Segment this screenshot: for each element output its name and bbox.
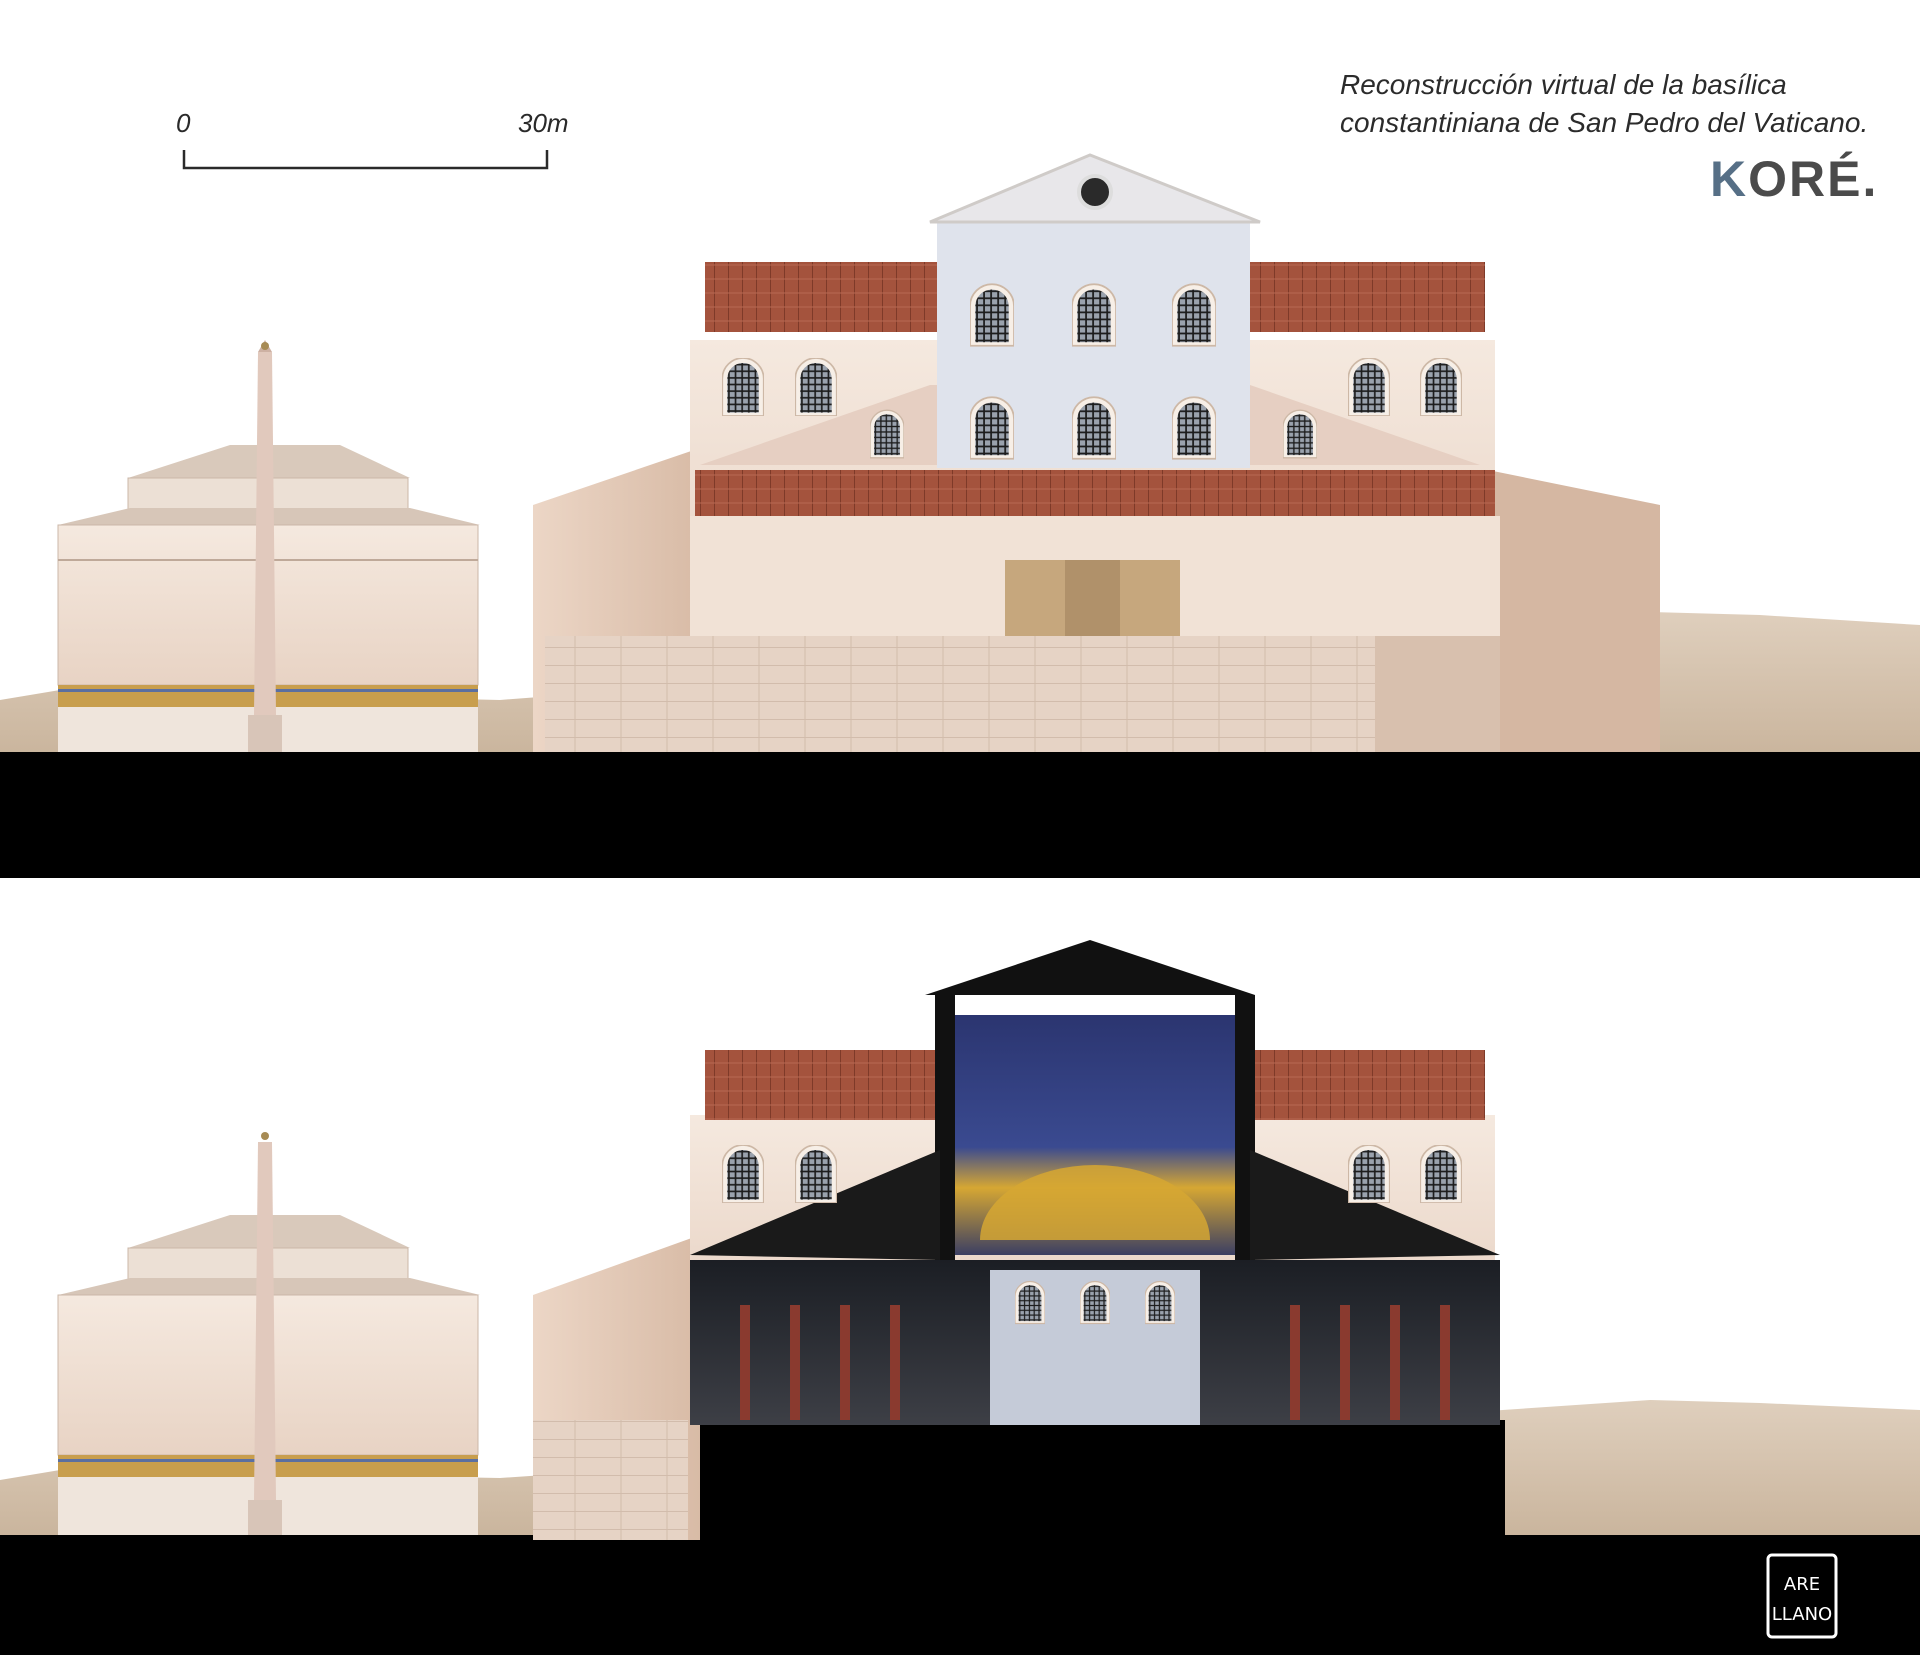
caption-line-2: constantiniana de San Pedro del Vaticano… — [1340, 107, 1869, 138]
right-aisle-roof — [1250, 262, 1485, 332]
bottom-ground-band — [0, 1535, 1920, 1655]
top-ground-band — [0, 752, 1920, 878]
top-exterior-view — [0, 150, 1920, 878]
scale-bar-end-label: 30m — [518, 108, 569, 138]
caption: Reconstrucción virtual de la basílica co… — [1340, 66, 1900, 142]
caption-line-1: Reconstrucción virtual de la basílica — [1340, 69, 1787, 100]
signature-logo: ARE LLANO — [1766, 1553, 1838, 1639]
brand-initial: K — [1710, 151, 1749, 207]
obelisk — [248, 340, 282, 752]
left-aisle-roof — [705, 262, 937, 332]
bottom-section-view — [0, 940, 1920, 1655]
svg-text:LLANO: LLANO — [1772, 1604, 1832, 1625]
scale-bar-start-label: 0 — [176, 108, 191, 138]
columns — [740, 1305, 1450, 1420]
podium — [545, 636, 1375, 752]
narthex-roof — [695, 470, 1495, 516]
svg-text:ARE: ARE — [1784, 1574, 1820, 1595]
brand-logo: KORÉ. — [1710, 150, 1878, 208]
top-basilica — [533, 153, 1660, 752]
obelisk-bottom — [248, 1132, 282, 1535]
brand-rest: ORÉ. — [1748, 151, 1879, 207]
aisle-roof-section — [690, 1150, 940, 1260]
bottom-basilica — [533, 940, 1500, 1540]
nave-roof-section — [925, 940, 1255, 995]
scale-bar-line — [182, 150, 549, 170]
